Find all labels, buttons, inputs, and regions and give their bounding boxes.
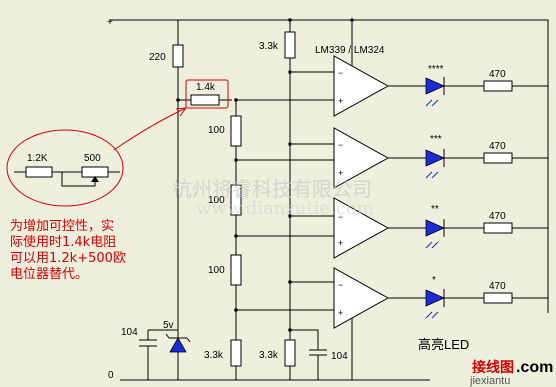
resistor-3-3k-bottom [284, 339, 296, 367]
svg-text:−: − [338, 280, 343, 290]
watermark-en: www.dianzutie.com [196, 198, 374, 219]
note-line-4: 电位器替代。 [10, 267, 88, 282]
led-4-stars: * [432, 275, 436, 286]
positive-label: + [107, 17, 113, 28]
svg-text:+: + [338, 168, 343, 178]
inset-potentiometer [81, 166, 109, 178]
brand-en: jiexiantu [469, 375, 510, 387]
opamp-1 [333, 55, 390, 117]
note-line-1: 为增加可控性，实 [10, 219, 114, 234]
capacitor-104-left [139, 339, 157, 347]
svg-text:+: + [338, 238, 343, 248]
led-channel-2: *** 470 [388, 134, 548, 179]
callout-arrow [113, 107, 187, 151]
divider-1-label: 100 [208, 125, 225, 136]
led-1 [425, 77, 445, 95]
inset-r-label: 1.2K [27, 153, 48, 164]
led-caption: 高亮LED [418, 337, 469, 352]
resistor-3-3k-bottom-left [230, 339, 242, 367]
resistor-470-1-label: 470 [489, 69, 506, 80]
inset-pot-label: 500 [84, 153, 101, 164]
watermark-cn: 杭州将睿科技有限公司 [172, 177, 372, 201]
svg-text:+: + [338, 96, 343, 106]
led-channel-1: **** 470 [388, 64, 548, 107]
led-4 [425, 289, 445, 307]
svg-text:−: − [338, 68, 343, 78]
r-bottom-left-label: 3.3k [204, 350, 224, 361]
led-channel-4: * 470 [388, 275, 548, 319]
led-3 [425, 219, 445, 237]
resistor-470-3 [483, 222, 513, 234]
opamp-3 [333, 197, 390, 259]
resistor-220-label: 220 [149, 52, 166, 63]
led-2 [425, 149, 445, 167]
led-channel-3: ** 470 [388, 204, 548, 249]
capacitor-104-right [309, 349, 327, 356]
brand-cn: 接线图 [472, 359, 514, 376]
resistor-1-4k [190, 94, 220, 106]
inset-callout [6, 129, 124, 207]
cap-left-label: 104 [121, 327, 138, 338]
resistor-divider-3 [230, 254, 242, 286]
cap-right-label: 104 [331, 351, 348, 362]
resistor-470-1 [483, 80, 513, 92]
chip-label: LM339 / LM324 [315, 45, 385, 56]
resistor-divider-1 [230, 115, 242, 147]
opamp-4 [333, 267, 390, 329]
svg-text:−: − [338, 140, 343, 150]
divider-3-label: 100 [208, 265, 225, 276]
divider-2-label: 100 [208, 195, 225, 206]
inset-resistor-1-2k [25, 166, 53, 178]
svg-text:+: + [338, 308, 343, 318]
led-1-stars: **** [428, 64, 444, 75]
resistor-470-3-label: 470 [489, 211, 506, 222]
resistor-1-4k-label: 1.4k [196, 82, 216, 93]
resistor-220 [172, 44, 184, 68]
resistor-3-3k-top [284, 31, 296, 59]
note-line-2: 际使用时1.4k电阻 [10, 234, 116, 250]
r-pull-bottom-label: 3.3k [259, 350, 279, 361]
resistor-470-2-label: 470 [489, 141, 506, 152]
opamp-2 [333, 127, 390, 189]
positive-rail [110, 19, 549, 313]
zener-diode [169, 337, 187, 353]
resistor-470-2 [483, 152, 513, 164]
highlight-box [185, 79, 229, 109]
svg-text:−: − [338, 212, 343, 222]
zener-label: 5v [163, 320, 174, 331]
r-pull-top-label: 3.3k [259, 41, 279, 52]
led-3-stars: ** [431, 204, 439, 215]
resistor-470-4-label: 470 [489, 281, 506, 292]
brand-suffix: .com [516, 359, 553, 376]
ground-label: 0 [108, 370, 114, 381]
resistor-470-4 [483, 292, 513, 304]
led-2-stars: *** [430, 134, 442, 145]
note-line-3: 可以用1.2k+500欧 [10, 251, 126, 266]
